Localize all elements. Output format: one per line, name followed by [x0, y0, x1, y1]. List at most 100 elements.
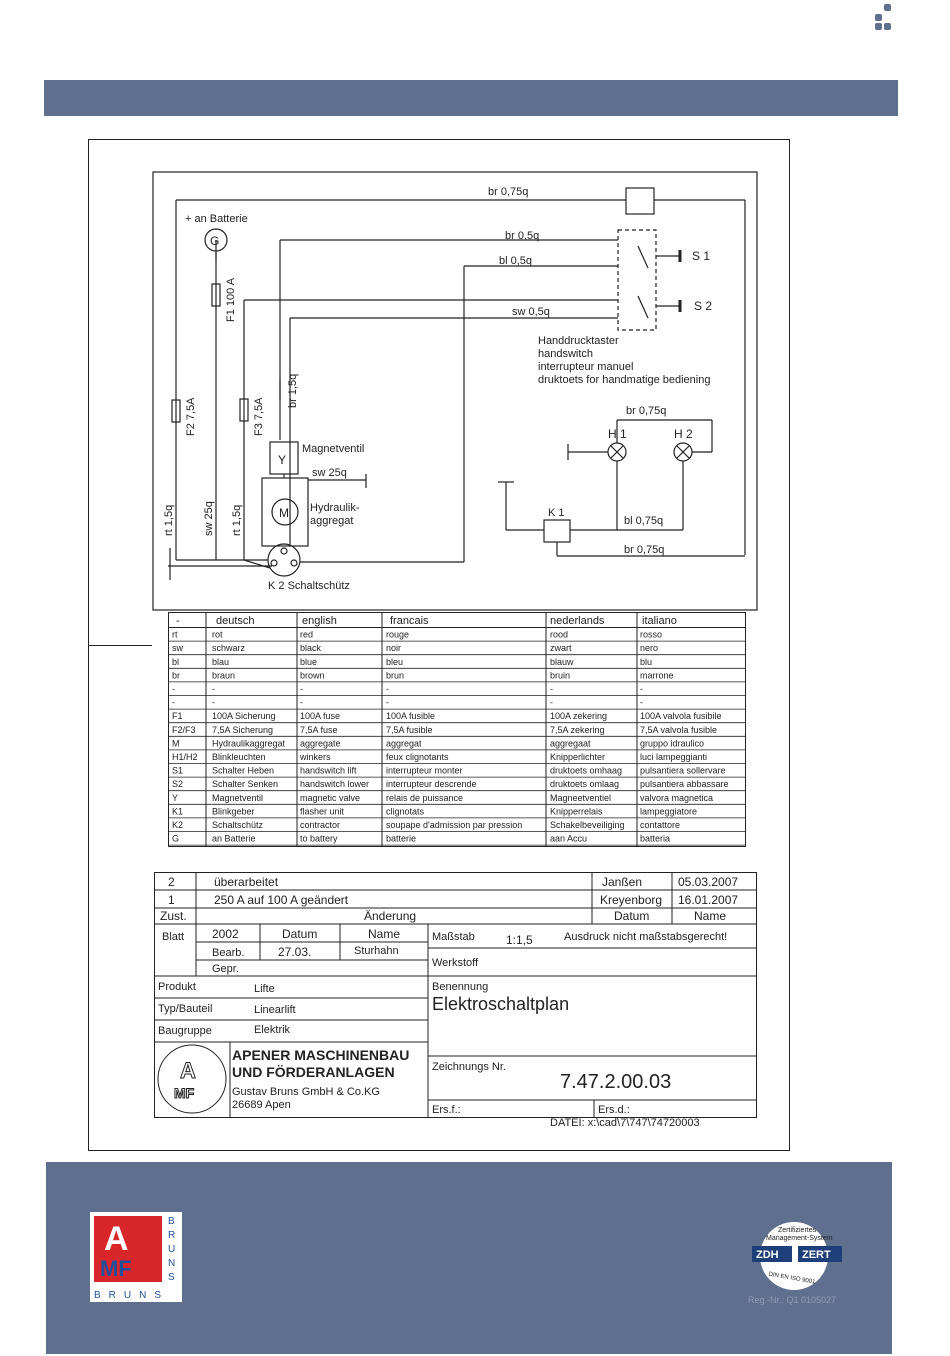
- legend-cell: rood: [550, 630, 568, 640]
- magnetventil-label: Magnetventil: [302, 443, 364, 455]
- rev-name: Janßen: [602, 875, 642, 889]
- legend-cell: aggregat: [386, 738, 422, 748]
- handswitch-nl: druktoets for handmatige bediening: [538, 374, 710, 386]
- handswitch-fr: interrupteur manuel: [538, 361, 633, 373]
- legend-cell: contractor: [300, 820, 340, 830]
- hydraulik-label-1: Hydraulik-: [310, 502, 360, 514]
- legend-cell: -: [212, 698, 215, 708]
- legend-cell: lampeggiatore: [640, 806, 697, 816]
- legend-cell: 100A fuse: [300, 711, 340, 721]
- sw25-right-label: sw 25q: [312, 467, 347, 479]
- sheet-tick: [88, 645, 152, 646]
- ersd-label: Ers.d.:: [598, 1104, 630, 1116]
- legend-cell: -: [172, 698, 175, 708]
- legend-cell: Blinkgeber: [212, 806, 255, 816]
- corner-mark-icon: [875, 4, 891, 30]
- rev-text: überarbeitet: [214, 875, 279, 889]
- legend-cell: batterie: [386, 834, 416, 844]
- y-symbol: Y: [278, 453, 286, 467]
- legend-cell: noir: [386, 643, 401, 653]
- bl075-label: bl 0,75q: [624, 515, 663, 527]
- legend-cell: -: [386, 684, 389, 694]
- legend-cell: rot: [212, 630, 223, 640]
- legend-cell: H1/H2: [172, 752, 198, 762]
- legend-cell: pulsantiera abbassare: [640, 779, 729, 789]
- legend-cell: 7,5A Sicherung: [212, 725, 273, 735]
- rev-text: 250 A auf 100 A geändert: [214, 893, 349, 907]
- bl05-label: bl 0,5q: [499, 255, 532, 267]
- legend-cell: 7,5A valvola fusible: [640, 725, 717, 735]
- werkstoff-label: Werkstoff: [432, 957, 479, 969]
- legend-cell: clignotats: [386, 806, 425, 816]
- legend-cell: gruppo idraulico: [640, 738, 704, 748]
- zust-label: Zust.: [160, 909, 187, 923]
- legend-cell: an Batterie: [212, 834, 256, 844]
- header-band: [44, 80, 898, 116]
- cert-zert: ZERT: [802, 1249, 831, 1261]
- legend-cell: batteria: [640, 834, 670, 844]
- produkt-value: Lifte: [254, 983, 275, 995]
- h2-label: H 2: [674, 427, 693, 441]
- legend-cell: luci lampeggianti: [640, 752, 707, 762]
- legend-cell: feux clignotants: [386, 752, 449, 762]
- rt15-left-label: rt 1,5q: [163, 505, 175, 536]
- bearb-label: Bearb.: [212, 947, 244, 959]
- zeichnung-label: Zeichnungs Nr.: [432, 1061, 506, 1073]
- benennung-label: Benennung: [432, 981, 488, 993]
- legend-cell: Blinkleuchten: [212, 752, 266, 762]
- typ-value: Linearlift: [254, 1004, 296, 1016]
- legend-cell: 7,5A fuse: [300, 725, 338, 735]
- blatt-label: Blatt: [162, 931, 184, 943]
- legend-cell: -: [550, 698, 553, 708]
- baugruppe-value: Elektrik: [254, 1024, 291, 1036]
- legend-cell: Schaltschütz: [212, 820, 264, 830]
- legend-cell: -: [640, 698, 643, 708]
- legend-cell: Knipperlichter: [550, 752, 605, 762]
- zdh-cert-logo: Zertifiziertes Management-System ZDH ZER…: [752, 1222, 842, 1290]
- generator-symbol: G: [210, 234, 219, 248]
- legend-cell: rt: [172, 630, 178, 640]
- legend-cell: relais de puissance: [386, 793, 463, 803]
- legend-cell: 100A Sicherung: [212, 711, 276, 721]
- legend-cell: -: [386, 698, 389, 708]
- year-value: 2002: [212, 927, 239, 941]
- br075-h-label: br 0,75q: [626, 405, 666, 417]
- legend-cell: schwarz: [212, 643, 246, 653]
- legend-cell: druktoets omhaag: [550, 766, 622, 776]
- sw25-left-label: sw 25q: [203, 501, 215, 536]
- legend-cell: F2/F3: [172, 725, 196, 735]
- legend-cell: -: [300, 684, 303, 694]
- zeichnung-value: 7.47.2.00.03: [560, 1071, 671, 1093]
- s1-label: S 1: [692, 249, 710, 263]
- legend-cell: rosso: [640, 630, 662, 640]
- company-line-3: Gustav Bruns GmbH & Co.KG: [232, 1086, 380, 1098]
- s2-label: S 2: [694, 299, 712, 313]
- legend-cell: pulsantiera sollervare: [640, 766, 726, 776]
- footer-logo-u1: U: [168, 1244, 175, 1255]
- legend-cell: contattore: [640, 820, 680, 830]
- legend-cell: -: [172, 684, 175, 694]
- legend-cell: bl: [172, 657, 179, 667]
- legend-cell: red: [300, 630, 313, 640]
- benennung-value: Elektroschaltplan: [432, 994, 569, 1014]
- legend-cell: interrupteur descrende: [386, 779, 477, 789]
- legend-cell: Schakelbeveiliging: [550, 820, 625, 830]
- legend-cell: flasher unit: [300, 806, 345, 816]
- ersf-label: Ers.f.:: [432, 1104, 461, 1116]
- cert-zdh: ZDH: [756, 1249, 779, 1261]
- legend-cell: braun: [212, 670, 235, 680]
- legend-cell: valvora magnetica: [640, 793, 713, 803]
- legend-header: deutsch: [216, 615, 255, 627]
- scale-value: 1:1,5: [506, 933, 533, 947]
- footer-logo-bruns: BRUNS: [94, 1290, 169, 1301]
- legend-cell: F1: [172, 711, 183, 721]
- legend-cell: M: [172, 738, 180, 748]
- handswitch-en: handswitch: [538, 348, 593, 360]
- company-line-2: UND FÖRDERANLAGEN: [232, 1064, 395, 1080]
- company-line-4: 26689 Apen: [232, 1099, 291, 1111]
- title-block: 2 überarbeitet Janßen 05.03.2007 1 250 A…: [154, 872, 757, 1129]
- aenderung-label: Änderung: [364, 909, 416, 923]
- registration-number: Reg.-Nr.: Q1 0105027: [748, 1295, 837, 1305]
- legend-cell: bruin: [550, 670, 570, 680]
